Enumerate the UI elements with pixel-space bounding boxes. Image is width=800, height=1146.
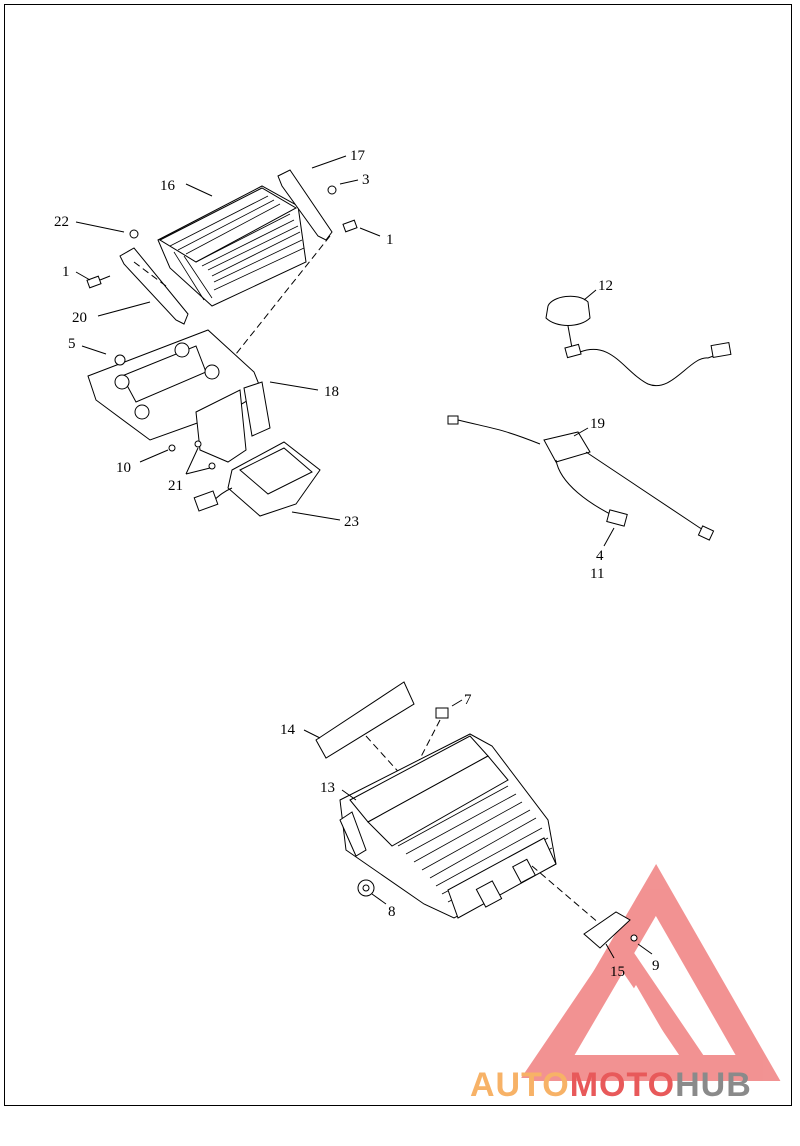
callout-3: 3 bbox=[362, 172, 370, 188]
fastener-21b bbox=[208, 462, 216, 470]
bracket-17 bbox=[277, 169, 333, 241]
label-14 bbox=[315, 681, 415, 759]
harness-19 bbox=[447, 415, 715, 541]
callout-7: 7 bbox=[464, 692, 472, 708]
watermark-logo bbox=[521, 864, 781, 1081]
mounting-plate-5 bbox=[87, 235, 331, 463]
watermark-text: AUTOMOTOHUB bbox=[470, 1066, 752, 1104]
callout-11: 11 bbox=[590, 566, 604, 582]
nut-3 bbox=[327, 185, 337, 195]
watermark-hub: HUB bbox=[675, 1066, 752, 1104]
callout-15: 15 bbox=[610, 964, 625, 980]
nut-22 bbox=[129, 229, 139, 239]
callout-18: 18 bbox=[324, 384, 339, 400]
watermark-auto: AUTO bbox=[470, 1066, 570, 1104]
callout-1-right: 1 bbox=[386, 232, 394, 248]
gps-antenna-12 bbox=[545, 295, 732, 387]
callout-19: 19 bbox=[590, 416, 605, 432]
callout-4: 4 bbox=[596, 548, 604, 564]
callout-5: 5 bbox=[68, 336, 76, 352]
screw-1-right bbox=[342, 219, 358, 233]
fastener-10 bbox=[168, 444, 176, 452]
fastener-21a bbox=[194, 440, 202, 448]
bracket-20 bbox=[119, 247, 189, 325]
watermark-moto: MOTO bbox=[570, 1066, 675, 1104]
callout-23: 23 bbox=[344, 514, 359, 530]
callout-21: 21 bbox=[168, 478, 183, 494]
callout-10: 10 bbox=[116, 460, 131, 476]
screw-9 bbox=[630, 934, 638, 942]
screw-7 bbox=[409, 707, 449, 779]
guide-line-15 bbox=[531, 865, 601, 925]
callout-1-left: 1 bbox=[62, 264, 70, 280]
callout-9: 9 bbox=[652, 958, 660, 974]
module-23 bbox=[193, 441, 321, 517]
diagram-frame bbox=[4, 4, 792, 1106]
callout-labels: 17 16 3 22 1 1 20 5 18 10 21 23 12 19 4 … bbox=[54, 148, 660, 980]
amplifier-16 bbox=[157, 185, 307, 307]
callout-14: 14 bbox=[280, 722, 296, 738]
nut-8-hole bbox=[362, 884, 370, 892]
callout-12: 12 bbox=[598, 278, 613, 294]
callout-16: 16 bbox=[160, 178, 176, 194]
callout-22: 22 bbox=[54, 214, 69, 230]
screw-1-left bbox=[86, 275, 111, 289]
callout-8: 8 bbox=[388, 904, 396, 920]
callout-17: 17 bbox=[350, 148, 366, 164]
callout-13: 13 bbox=[320, 780, 335, 796]
leader-lines bbox=[75, 155, 653, 959]
bracket-15 bbox=[583, 911, 631, 949]
radio-13 bbox=[339, 733, 557, 919]
callout-20: 20 bbox=[72, 310, 87, 326]
